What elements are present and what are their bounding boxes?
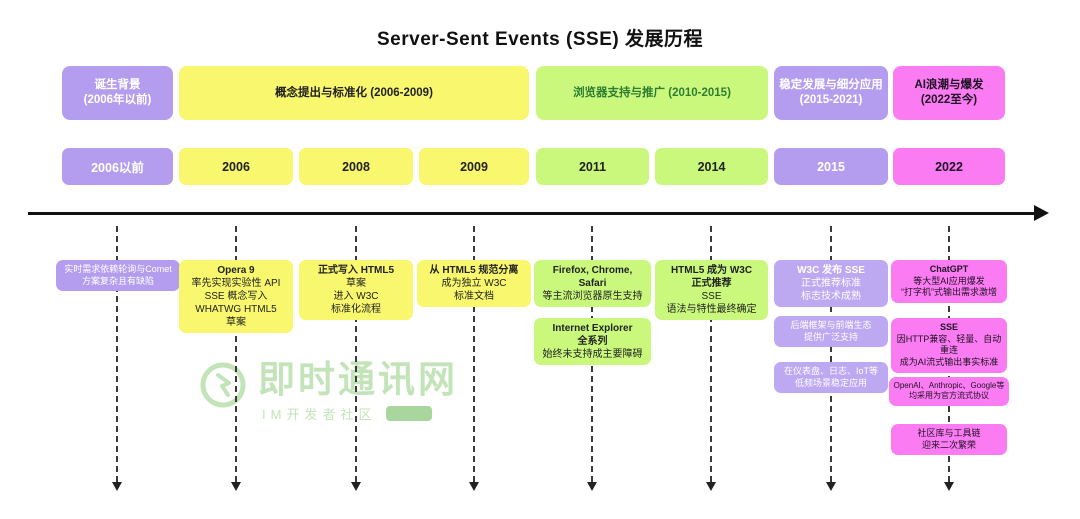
- event-2011-ie-no-support: Internet Explorer 全系列 始终未支持成主要障碍: [534, 318, 651, 365]
- watermark-subtitle: IM开发者社区: [262, 406, 377, 422]
- timeline-connector: [830, 226, 832, 482]
- event-body: OpenAI、Anthropic、Google等 均采用为官方流式协议: [893, 381, 1005, 401]
- event-body: 后端框架与前端生态 提供广泛支持: [790, 320, 872, 342]
- arrow-down-icon: [587, 482, 597, 491]
- event-body: 成为独立 W3C 标准文档: [441, 278, 507, 302]
- event-2022-chatgpt: ChatGPT 等大型AI应用爆发 “打字机”式输出需求激增: [891, 260, 1007, 304]
- event-2014-w3c-recommendation: HTML5 成为 W3C 正式推荐 SSE 语法与特性最终确定: [655, 260, 768, 320]
- arrow-right-icon: [1034, 205, 1049, 221]
- event-body: 因HTTP兼容、轻量、自动重连 成为AI流式输出事实标准: [896, 333, 1002, 368]
- event-2022-sse-standard: SSE 因HTTP兼容、轻量、自动重连 成为AI流式输出事实标准: [891, 318, 1007, 373]
- watermark-title: 即时通讯网: [258, 359, 458, 400]
- event-2022-vendors: OpenAI、Anthropic、Google等 均采用为官方流式协议: [889, 377, 1009, 406]
- arrow-down-icon: [231, 482, 241, 491]
- event-2006-opera: Opera 9 率先实现实验性 API SSE 概念写入 WHATWG HTML…: [179, 260, 293, 333]
- watermark-logo-icon: [200, 362, 246, 408]
- era-concept-standardization: 概念提出与标准化 (2006-2009): [179, 66, 529, 120]
- event-body: SSE 语法与特性最终确定: [666, 291, 757, 315]
- arrow-down-icon: [706, 482, 716, 491]
- era-browser-support: 浏览器支持与推广 (2010-2015): [536, 66, 768, 120]
- event-pre2006-polling: 实时需求依赖轮询与Comet 方案复杂且有缺陷: [56, 260, 180, 292]
- arrow-down-icon: [944, 482, 954, 491]
- arrow-down-icon: [351, 482, 361, 491]
- event-body: 实时需求依赖轮询与Comet 方案复杂且有缺陷: [64, 264, 172, 286]
- watermark-text: 即时通讯网 IM开发者社区: [258, 359, 458, 423]
- watermark: 即时通讯网 IM开发者社区: [198, 359, 458, 423]
- event-body: 在仪表盘、日志、IoT等 低频场景稳定应用: [783, 366, 878, 388]
- page-title: Server-Sent Events (SSE) 发展历程: [377, 29, 703, 50]
- event-2015-standard: W3C 发布 SSE 正式推荐标准 标志技术成熟: [774, 260, 888, 307]
- watermark-subtitle-row: IM开发者社区: [262, 404, 458, 423]
- event-2008-html5-draft: 正式写入 HTML5 草案 进入 W3C 标准化流程: [299, 260, 413, 320]
- year-2009: 2009: [419, 148, 529, 185]
- era-birth-background: 诞生背景 (2006年以前): [62, 66, 173, 120]
- year-2022: 2022: [893, 148, 1005, 185]
- timeline-connector: [355, 226, 357, 482]
- timeline-connector: [710, 226, 712, 482]
- era-stable-growth: 稳定发展与细分应用 (2015-2021): [774, 66, 888, 120]
- arrow-down-icon: [469, 482, 479, 491]
- event-body: 等主流浏览器原生支持: [542, 291, 643, 302]
- event-body: 始终未支持成主要障碍: [542, 349, 643, 360]
- timeline-axis: [28, 212, 1036, 215]
- event-2011-browser-support: Firefox, Chrome, Safari 等主流浏览器原生支持: [534, 260, 651, 307]
- year-2015: 2015: [774, 148, 888, 185]
- event-body: 正式推荐标准 标志技术成熟: [801, 278, 861, 302]
- event-head: W3C 发布 SSE: [797, 265, 865, 276]
- event-head: HTML5 成为 W3C 正式推荐: [670, 265, 753, 289]
- event-head: Opera 9: [217, 265, 255, 276]
- year-2008: 2008: [299, 148, 413, 185]
- timeline-connector: [116, 226, 118, 482]
- event-body: 等大型AI应用爆发 “打字机”式输出需求激增: [901, 275, 997, 298]
- event-2015-ecosystem: 后端框架与前端生态 提供广泛支持: [774, 316, 888, 348]
- timeline-connector: [473, 226, 475, 482]
- event-head: 从 HTML5 规范分离: [429, 265, 519, 276]
- watermark-badge: [386, 405, 433, 421]
- timeline-connector: [235, 226, 237, 482]
- year-2011: 2011: [536, 148, 649, 185]
- event-body: 草案 进入 W3C 标准化流程: [331, 278, 381, 315]
- event-head: 正式写入 HTML5: [317, 265, 395, 276]
- event-head: SSE: [939, 322, 958, 332]
- arrow-down-icon: [112, 482, 122, 491]
- event-head: Firefox, Chrome, Safari: [552, 265, 633, 289]
- event-2022-community: 社区库与工具链 迎来二次繁荣: [891, 424, 1007, 456]
- era-ai-wave: AI浪潮与爆发 (2022至今): [893, 66, 1005, 120]
- event-body: 社区库与工具链 迎来二次繁荣: [917, 428, 981, 450]
- event-2009-separate-spec: 从 HTML5 规范分离 成为独立 W3C 标准文档: [417, 260, 531, 307]
- year-2014: 2014: [655, 148, 768, 185]
- year-pre-2006: 2006以前: [62, 148, 173, 185]
- event-2015-applications: 在仪表盘、日志、IoT等 低频场景稳定应用: [774, 362, 888, 394]
- event-head: ChatGPT: [929, 264, 969, 274]
- event-head: Internet Explorer 全系列: [552, 323, 633, 347]
- year-2006: 2006: [179, 148, 293, 185]
- event-body: 率先实现实验性 API SSE 概念写入 WHATWG HTML5 草案: [191, 278, 281, 328]
- arrow-down-icon: [826, 482, 836, 491]
